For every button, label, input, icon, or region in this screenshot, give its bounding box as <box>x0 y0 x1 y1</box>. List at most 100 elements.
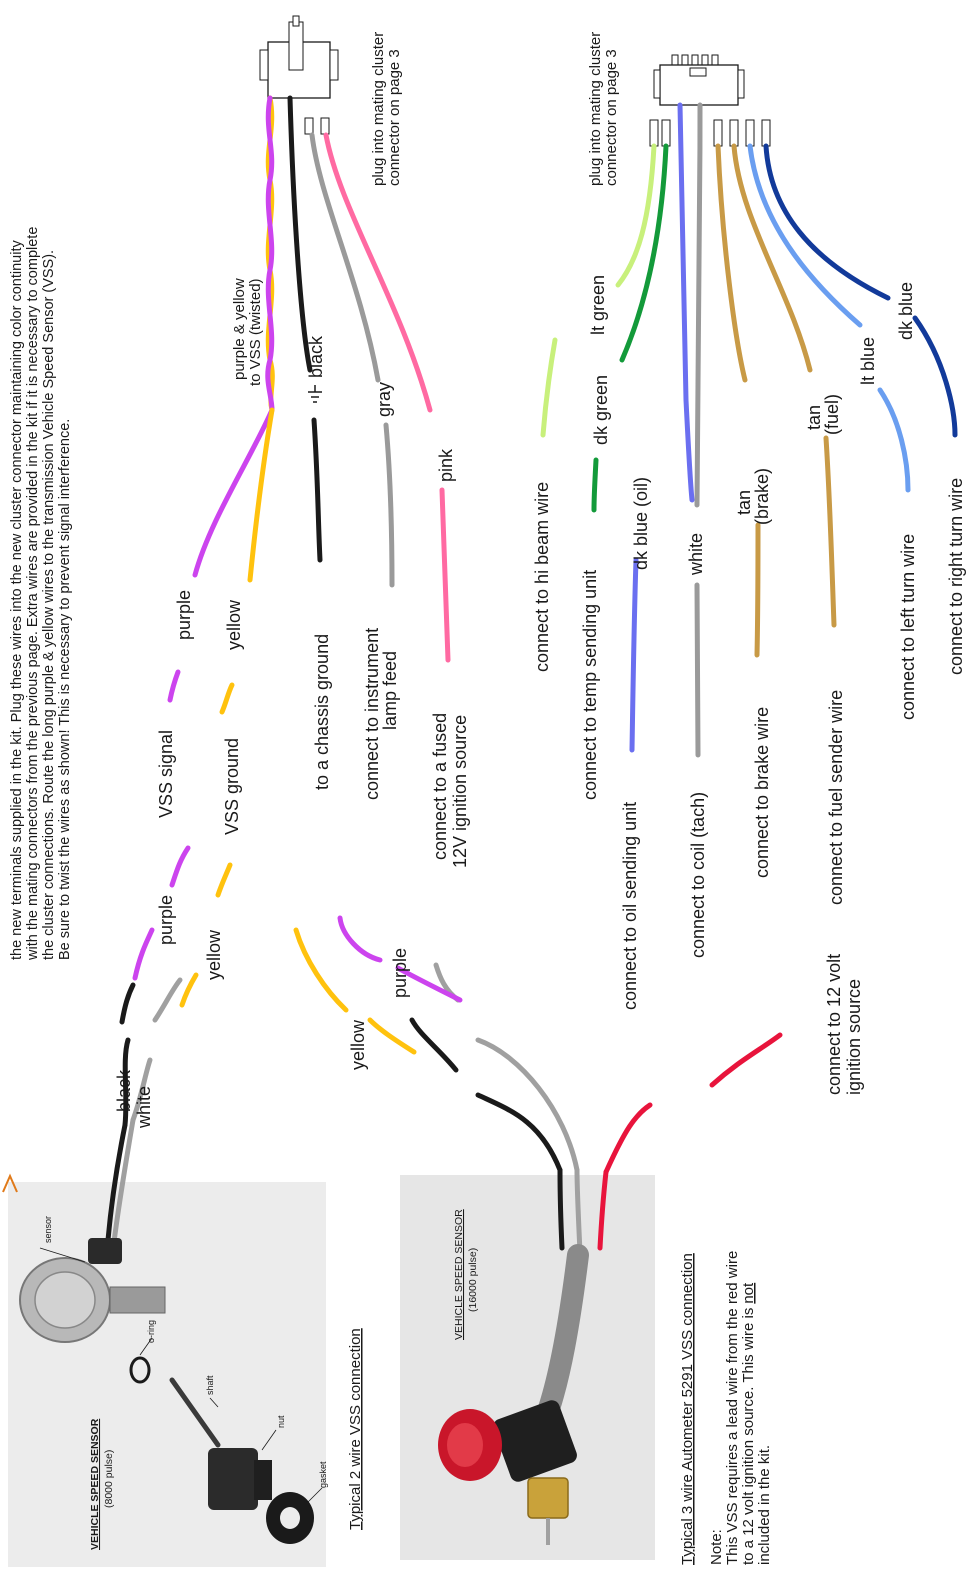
connector-b-dk-green-wire <box>619 143 669 363</box>
sensor1-black-lead <box>105 1122 128 1243</box>
connector-b-lt-green-wire <box>615 143 657 288</box>
intro-line-3: the cluster connections. Route the long … <box>41 250 57 960</box>
connector-b: lt green dk green dk blue (oil) white ta… <box>532 32 966 1010</box>
sensor2-title: VEHICLE SPEED SENSOR <box>453 1209 465 1340</box>
sensor2-lead-label-yellow: yellow <box>348 1019 368 1070</box>
ground-symbol-icon <box>308 385 322 403</box>
connector-b-label-dk-green: dk green <box>591 375 611 445</box>
connector-b-label-tan-fuel-2: (fuel) <box>822 394 842 435</box>
sensor2-housing <box>493 1400 577 1482</box>
connector-b-dk-blue-wire <box>763 143 891 301</box>
note-line-1: Note: <box>708 1529 725 1565</box>
sensor1-lead-label-black: black <box>114 1069 134 1112</box>
dest-left-turn: connect to left turn wire <box>898 534 918 720</box>
dest-lamp-feed-line-2: lamp feed <box>380 651 400 730</box>
twisted-purple-wire <box>265 95 275 413</box>
dest-hi-beam: connect to hi beam wire <box>532 482 552 672</box>
sensor1-lead-label-white: white <box>134 1086 154 1129</box>
connector-b-label-white: white <box>686 533 706 576</box>
connector-b-tan-fuel-wire <box>731 143 813 373</box>
connector-b-plug-note-2: connector on page 3 <box>603 49 620 186</box>
mid-label-vss-signal: VSS signal <box>156 730 176 818</box>
connector-b-label-tan-fuel-1: tan <box>804 405 824 430</box>
part-label-sensor: sensor <box>43 1216 53 1243</box>
dest-lamp-feed-line-1: connect to instrument <box>362 628 382 800</box>
connector-a-plug-note-1: plug into mating cluster <box>370 32 387 186</box>
connector-b-white-wire <box>694 102 703 508</box>
terminal-pink <box>320 117 330 135</box>
dest-brake-wire: connect to brake wire <box>752 707 772 878</box>
o-ring <box>129 1356 151 1384</box>
note-line-2: This VSS requires a lead wire from the r… <box>724 1251 741 1565</box>
intro-text: the new terminals supplied in the kit. P… <box>9 227 73 961</box>
twisted-note-line-2: to VSS (twisted) <box>247 278 264 386</box>
caption-2-wire: Typical 2 wire VSS connection <box>347 1328 364 1530</box>
mid-label-yellow: yellow <box>204 929 224 980</box>
connector-a-label-gray: gray <box>374 382 394 417</box>
sensor-plug <box>88 1238 122 1264</box>
connector-b-tan-brake-wire <box>715 143 748 383</box>
note-line-3: to a 12 volt ignition source. This wire … <box>740 1282 757 1565</box>
intro-line-2: with the mating connectors from the prev… <box>25 227 41 961</box>
connector-a-plug-note-2: connector on page 3 <box>386 49 403 186</box>
sensor2-brass-fitting <box>527 1477 569 1519</box>
part-label-gasket: gasket <box>318 1461 328 1488</box>
connector-a: purple & yellow to VSS (twisted) black g… <box>174 15 470 868</box>
note-line-4: included in the kit. <box>756 1445 773 1565</box>
connector-b-label-dk-blue: dk blue <box>896 282 916 340</box>
dest-fuel-sender: connect to fuel sender wire <box>826 690 846 905</box>
connector-a-label-pink: pink <box>436 448 456 482</box>
part-label-o-ring: o-ring <box>146 1320 156 1343</box>
connector-a-label-black: black <box>306 335 326 378</box>
connector-a-label-purple: purple <box>174 590 194 640</box>
sensor2-note: Note: This VSS requires a lead wire from… <box>708 1251 773 1565</box>
ignition-dest-line-2: ignition source <box>844 979 864 1095</box>
sensor1-title: VEHICLE SPEED SENSOR <box>89 1418 101 1550</box>
arrow-icon <box>2 1173 18 1193</box>
connector-a-gray-wire <box>309 132 381 383</box>
sensor1-pulse: (8000 pulse) <box>103 1450 115 1508</box>
dest-coil-tach: connect to coil (tach) <box>688 792 708 958</box>
sensor2-pulse: (16000 pulse) <box>467 1248 479 1312</box>
sensor2-lead-label-purple: purple <box>390 948 410 998</box>
intro-line-4: Be sure to twist the wires as shown! Thi… <box>57 419 73 960</box>
connector-b-plug <box>653 54 745 106</box>
connector-b-lt-blue-wire <box>747 143 863 328</box>
sensor1-leads: black white <box>114 977 183 1129</box>
connector-b-terminals <box>649 119 771 147</box>
sensor-threaded-stem <box>109 1286 166 1314</box>
dest-oil-sending-unit: connect to oil sending unit <box>620 802 640 1010</box>
connector-a-pink-wire <box>323 132 433 413</box>
terminal-gray <box>304 117 314 135</box>
mid-label-purple: purple <box>156 895 176 945</box>
connector-b-label-tan-brake-2: (brake) <box>752 468 772 525</box>
ignition-dest-line-1: connect to 12 volt <box>824 954 844 1095</box>
mid-label-vss-ground: VSS ground <box>222 738 242 835</box>
nut <box>208 1448 258 1510</box>
sensor1-white-lead <box>111 1117 136 1245</box>
twisted-note-line-1: purple & yellow <box>231 278 248 380</box>
connector-a-label-yellow: yellow <box>224 599 244 650</box>
connector-b-label-lt-green: lt green <box>588 275 608 335</box>
part-label-shaft: shaft <box>205 1375 215 1395</box>
caption-3-wire: Typical 3 wire Autometer 5291 VSS connec… <box>679 1253 696 1565</box>
dest-right-turn: connect to right turn wire <box>946 478 966 675</box>
connector-b-label-tan-brake-1: tan <box>734 490 754 515</box>
part-label-nut: nut <box>276 1415 286 1428</box>
dest-fused-ignition-line-2: 12V ignition source <box>450 715 470 868</box>
dest-temp-sending-unit: connect to temp sending unit <box>580 570 600 800</box>
connector-b-label-dk-blue-oil: dk blue (oil) <box>631 477 651 570</box>
sensor2-leads: yellow purple <box>293 915 783 1175</box>
sensor-photo-8000: sensor o-ring shaft nut gasket VEHICLE S… <box>8 1117 328 1567</box>
intro-line-1: the new terminals supplied in the kit. P… <box>9 240 25 960</box>
vss-wire-segments: purple yellow VSS signal VSS ground <box>132 669 242 1008</box>
connector-b-label-lt-blue: lt blue <box>858 337 878 385</box>
shaft <box>169 1377 221 1448</box>
dest-chassis-ground: to a chassis ground <box>312 634 332 790</box>
connector-a-black-wire <box>287 95 313 373</box>
connector-b-dk-blue-oil-wire <box>677 102 695 503</box>
dest-fused-ignition-line-1: connect to a fused <box>430 713 450 860</box>
connector-b-plug-note-1: plug into mating cluster <box>587 32 604 186</box>
